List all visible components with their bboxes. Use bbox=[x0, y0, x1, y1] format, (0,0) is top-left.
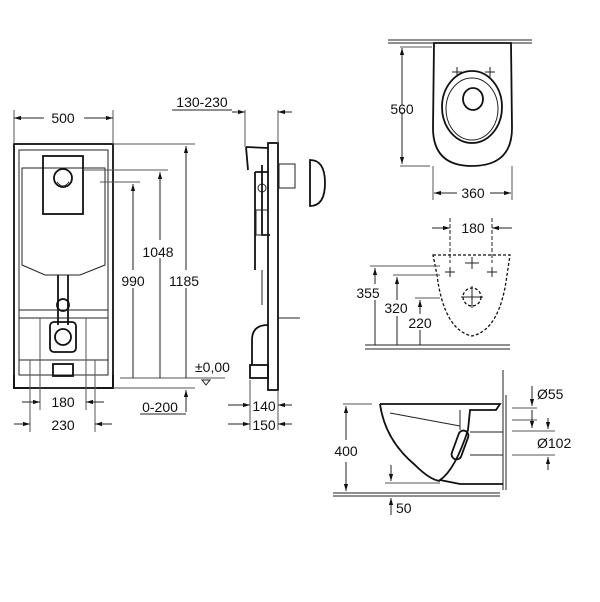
dim-height-990: 990 bbox=[121, 273, 145, 289]
dim-fixing-180: 180 bbox=[461, 220, 485, 236]
dim-depth-140: 140 bbox=[252, 398, 276, 414]
bowl-top-view: 560 360 bbox=[388, 39, 532, 201]
dim-bowl-length-560: 560 bbox=[390, 101, 414, 117]
dim-height-220: 220 bbox=[408, 315, 432, 331]
dim-height-1048: 1048 bbox=[142, 244, 173, 260]
bowl-side-view: 400 Ø55 Ø102 50 bbox=[333, 370, 571, 516]
dim-bowl-width-360: 360 bbox=[461, 185, 485, 201]
dim-depth-150: 150 bbox=[252, 417, 276, 433]
dim-height-320: 320 bbox=[384, 300, 408, 316]
dim-inlet-55: Ø55 bbox=[537, 386, 564, 402]
dim-bolts-180: 180 bbox=[51, 394, 75, 410]
floor-level-label: ±0,00 bbox=[195, 359, 230, 375]
dim-rim-height-400: 400 bbox=[334, 443, 358, 459]
frame-front-dimensions: 500 1185 1048 990 ±0,00 0-200 180 230 bbox=[13, 110, 230, 433]
dim-width-500: 500 bbox=[51, 110, 75, 126]
dim-height-355: 355 bbox=[356, 285, 380, 301]
frame-side-view bbox=[245, 142, 326, 391]
dim-outlet-230: 230 bbox=[51, 417, 75, 433]
dim-depth-130-230: 130-230 bbox=[176, 94, 228, 110]
dim-foot-0-200: 0-200 bbox=[142, 399, 178, 415]
bowl-front-view: 180 355 320 220 bbox=[355, 218, 512, 350]
frame-front-view bbox=[13, 143, 114, 389]
dim-height-1185: 1185 bbox=[169, 273, 199, 289]
dim-offset-50: 50 bbox=[396, 500, 412, 516]
dim-outlet-102: Ø102 bbox=[537, 435, 571, 451]
frame-side-dimensions: 130-230 140 150 bbox=[172, 94, 292, 433]
